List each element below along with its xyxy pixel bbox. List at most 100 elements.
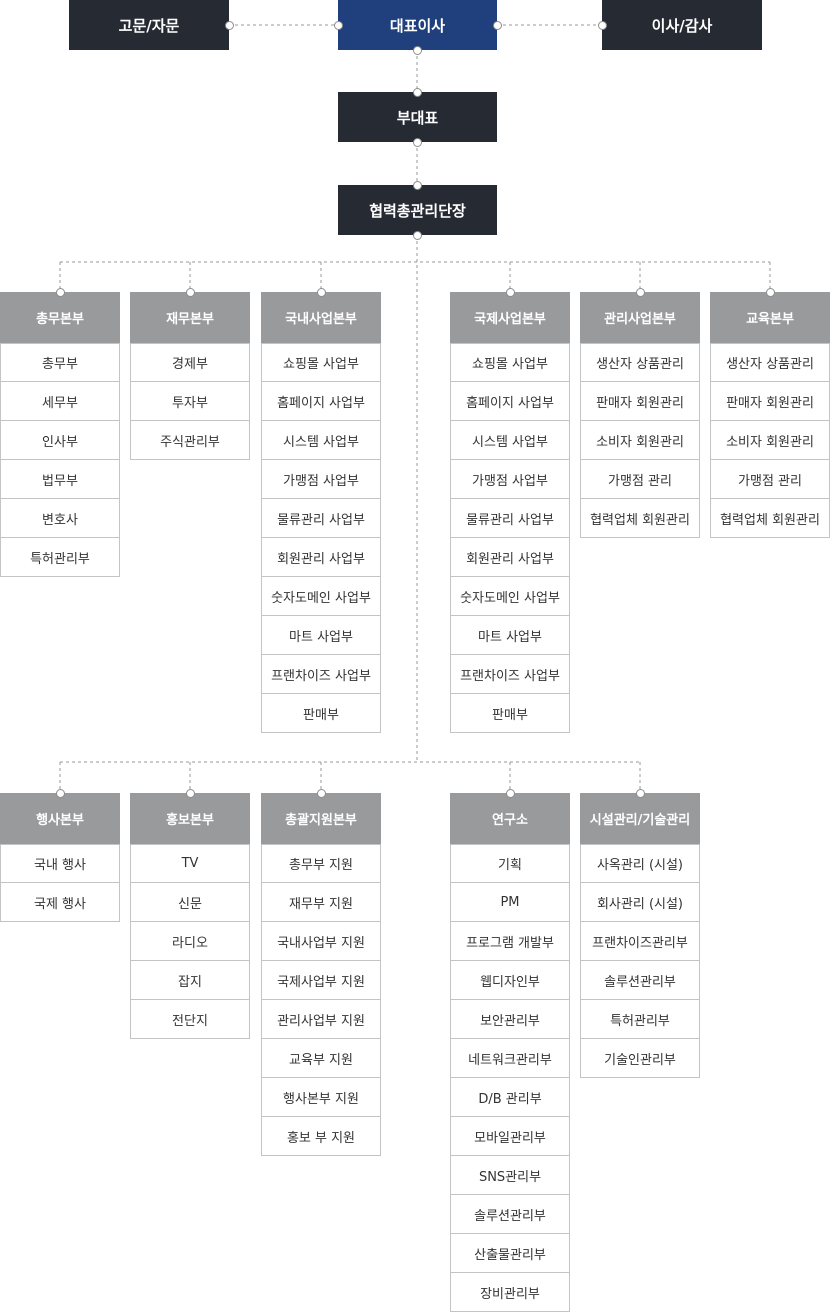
dept-item: 협력업체 회원관리 (580, 499, 700, 538)
dept-item: SNS관리부 (450, 1156, 570, 1195)
dept-header: 교육본부 (710, 292, 830, 343)
ceo-box: 대표이사 (338, 0, 497, 50)
dept-header: 시설관리/기술관리 (580, 793, 700, 844)
dept-header: 국제사업본부 (450, 292, 570, 343)
dept-item: 변호사 (0, 499, 120, 538)
dept-item: 가맹점 사업부 (261, 460, 381, 499)
connector-dot (492, 20, 502, 30)
dept-item: 국제 행사 (0, 883, 120, 922)
connector-dot (412, 87, 422, 97)
dept-item: 회원관리 사업부 (450, 538, 570, 577)
dept-item: 프로그램 개발부 (450, 922, 570, 961)
dept-item: 세무부 (0, 382, 120, 421)
dept-header: 관리사업본부 (580, 292, 700, 343)
dept-item: 전단지 (130, 1000, 250, 1039)
dept-item: 물류관리 사업부 (450, 499, 570, 538)
dept-item: 판매부 (261, 694, 381, 733)
dept-item: 국내 행사 (0, 844, 120, 883)
dept-header: 연구소 (450, 793, 570, 844)
dept-item: D/B 관리부 (450, 1078, 570, 1117)
dept-item: 가맹점 관리 (580, 460, 700, 499)
dept-item: 주식관리부 (130, 421, 250, 460)
dept-item: 판매자 회원관리 (580, 382, 700, 421)
dept-item: 총무부 지원 (261, 844, 381, 883)
connector-dot (185, 287, 195, 297)
vice-ceo-box: 부대표 (338, 92, 497, 142)
connector-dot (316, 788, 326, 798)
dept-item: 경제부 (130, 343, 250, 382)
dept-item: 투자부 (130, 382, 250, 421)
connector-dot (224, 20, 234, 30)
connector-dot (55, 287, 65, 297)
dept-item: 국내사업부 지원 (261, 922, 381, 961)
dept-item: 판매자 회원관리 (710, 382, 830, 421)
dept-item: 시스템 사업부 (450, 421, 570, 460)
dept-item: 솔루션관리부 (450, 1195, 570, 1234)
dept-item: 쇼핑몰 사업부 (261, 343, 381, 382)
dept-item: PM (450, 883, 570, 922)
dept-item: 쇼핑몰 사업부 (450, 343, 570, 382)
dept-item: 네트워크관리부 (450, 1039, 570, 1078)
dept-header: 재무본부 (130, 292, 250, 343)
dept-item: 홍보 부 지원 (261, 1117, 381, 1156)
dept-item: 회원관리 사업부 (261, 538, 381, 577)
dept-header: 국내사업본부 (261, 292, 381, 343)
dept-header: 총무본부 (0, 292, 120, 343)
dept-item: 라디오 (130, 922, 250, 961)
dept-item: 국제사업부 지원 (261, 961, 381, 1000)
dept-item: 관리사업부 지원 (261, 1000, 381, 1039)
dept-item: 협력업체 회원관리 (710, 499, 830, 538)
dept-item: 법무부 (0, 460, 120, 499)
dept-item: 홈페이지 사업부 (450, 382, 570, 421)
dept-header: 총괄지원본부 (261, 793, 381, 844)
dept-item: 모바일관리부 (450, 1117, 570, 1156)
dept-item: 생산자 상품관리 (580, 343, 700, 382)
dept-item: 특허관리부 (0, 538, 120, 577)
dept-item: 홈페이지 사업부 (261, 382, 381, 421)
connector-dot (412, 180, 422, 190)
connector-dot (316, 287, 326, 297)
dept-item: TV (130, 844, 250, 883)
dept-item: 웹디자인부 (450, 961, 570, 1000)
dept-item: 소비자 회원관리 (580, 421, 700, 460)
dept-item: 사옥관리 (시설) (580, 844, 700, 883)
connector-dot (635, 788, 645, 798)
dept-item: 산출물관리부 (450, 1234, 570, 1273)
dept-item: 재무부 지원 (261, 883, 381, 922)
connector-dot (55, 788, 65, 798)
dept-item: 기획 (450, 844, 570, 883)
cooperation-head-box: 협력총관리단장 (338, 185, 497, 235)
dept-header: 홍보본부 (130, 793, 250, 844)
connector-dot (333, 20, 343, 30)
advisor-box: 고문/자문 (69, 0, 229, 50)
connector-dot (765, 287, 775, 297)
dept-item: 마트 사업부 (450, 616, 570, 655)
dept-item: 가맹점 사업부 (450, 460, 570, 499)
dept-item: 숫자도메인 사업부 (261, 577, 381, 616)
dept-item: 신문 (130, 883, 250, 922)
connector-dot (412, 230, 422, 240)
connector-dot (635, 287, 645, 297)
dept-item: 보안관리부 (450, 1000, 570, 1039)
dept-item: 프랜차이즈 사업부 (261, 655, 381, 694)
dept-item: 기술인관리부 (580, 1039, 700, 1078)
dept-item: 잡지 (130, 961, 250, 1000)
connector-dot (505, 788, 515, 798)
dept-item: 시스템 사업부 (261, 421, 381, 460)
dept-item: 장비관리부 (450, 1273, 570, 1312)
dept-item: 특허관리부 (580, 1000, 700, 1039)
dept-item: 인사부 (0, 421, 120, 460)
dept-item: 숫자도메인 사업부 (450, 577, 570, 616)
dept-item: 회사관리 (시설) (580, 883, 700, 922)
dept-item: 행사본부 지원 (261, 1078, 381, 1117)
connector-dot (412, 45, 422, 55)
dept-item: 생산자 상품관리 (710, 343, 830, 382)
dept-header: 행사본부 (0, 793, 120, 844)
dept-item: 교육부 지원 (261, 1039, 381, 1078)
dept-item: 판매부 (450, 694, 570, 733)
connector-dot (505, 287, 515, 297)
connector-dot (597, 20, 607, 30)
dept-item: 가맹점 관리 (710, 460, 830, 499)
